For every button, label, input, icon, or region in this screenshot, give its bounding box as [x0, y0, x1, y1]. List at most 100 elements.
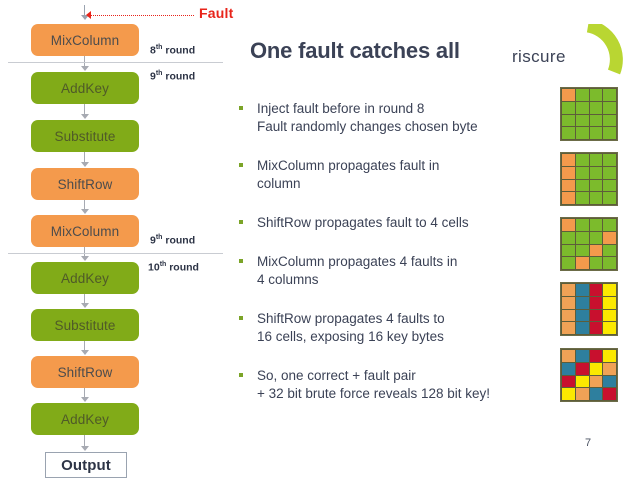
grid-cell-r2-c2: [589, 179, 603, 192]
bullet-dot-icon: [239, 163, 243, 167]
bullet-item-4: MixColumn propagates 4 faults in 4 colum…: [233, 253, 553, 289]
grid-cell-r3-c2: [589, 257, 603, 269]
grid-cell-r3-c1: [575, 322, 589, 334]
aes-flow-diagram: Fault MixColumn AddKey Substitute ShiftR…: [0, 0, 240, 479]
bullet-line-2: + 32 bit brute force reveals 128 bit key…: [257, 386, 491, 401]
grid-cell-r1-c2: [589, 296, 603, 309]
grid-cell-r2-c1: [575, 375, 589, 388]
flow-node-label: MixColumn: [50, 32, 120, 48]
bullet-dot-icon: [239, 373, 243, 377]
flow-node-label: Output: [61, 456, 111, 474]
fault-dotted-line: [90, 15, 194, 16]
grid-cell-r0-c2: [589, 350, 603, 362]
flow-node-label: ShiftRow: [57, 364, 113, 380]
grid-cell-r0-c0: [562, 350, 575, 362]
grid-cell-r2-c0: [562, 375, 575, 388]
grid-cell-r1-c1: [575, 231, 589, 244]
bullet-item-5: ShiftRow propagates 4 faults to 16 cells…: [233, 310, 553, 346]
page-number: 7: [585, 437, 592, 449]
grid-cell-r3-c2: [589, 388, 603, 400]
flow-node-label: AddKey: [61, 411, 109, 427]
grid-cell-r1-c1: [575, 362, 589, 375]
round-number: 10: [148, 261, 160, 274]
grid-cell-r2-c2: [589, 375, 603, 388]
grid-cell-r3-c3: [603, 257, 616, 269]
grid-cell-r0-c1: [575, 350, 589, 362]
flow-node-substitute-2[interactable]: Substitute: [31, 309, 139, 341]
fault-label: Fault: [199, 5, 234, 21]
round-word: round: [162, 234, 196, 247]
flow-node-mixcolumn-2[interactable]: MixColumn: [31, 215, 139, 247]
state-after-second-shiftrow: [560, 348, 618, 402]
grid-cell-r2-c0: [562, 114, 575, 127]
state-after-second-mixcolumn: [560, 282, 618, 336]
grid-cell-r1-c3: [603, 362, 616, 375]
flow-node-shiftrow-1[interactable]: ShiftRow: [31, 168, 139, 200]
grid-cell-r0-c3: [603, 350, 616, 362]
bullet-item-6: So, one correct + fault pair + 32 bit br…: [233, 367, 553, 403]
bullet-dot-icon: [239, 316, 243, 320]
grid-cell-r3-c3: [603, 192, 616, 204]
flow-node-addkey-3[interactable]: AddKey: [31, 403, 139, 435]
bullet-line-2: 4 columns: [257, 272, 319, 287]
flow-node-shiftrow-2[interactable]: ShiftRow: [31, 356, 139, 388]
flow-node-addkey-2[interactable]: AddKey: [31, 262, 139, 294]
state-after-shiftrow: [560, 217, 618, 271]
flow-node-label: ShiftRow: [57, 176, 113, 192]
flow-connector-4: [84, 200, 85, 210]
bullet-item-2: MixColumn propagates fault in column: [233, 157, 553, 193]
bullet-line-1: ShiftRow propagates fault to 4 cells: [257, 215, 469, 230]
grid-cell-r1-c2: [589, 231, 603, 244]
flow-connector-9-arrow: [80, 446, 89, 451]
flow-connector-7: [84, 341, 85, 351]
grid-cell-r2-c1: [575, 309, 589, 322]
flow-connector-5: [84, 247, 85, 257]
grid-cell-r3-c1: [575, 257, 589, 269]
grid-cell-r2-c3: [603, 114, 616, 127]
logo-wordmark: riscure: [512, 47, 566, 66]
grid-cell-r2-c2: [589, 244, 603, 257]
flow-connector-5-arrow: [80, 256, 89, 261]
grid-cell-r2-c1: [575, 179, 589, 192]
grid-cell-r3-c0: [562, 388, 575, 400]
round-word: round: [162, 44, 196, 57]
bullet-item-3: ShiftRow propagates fault to 4 cells: [233, 214, 553, 232]
flow-connector-8-arrow: [80, 397, 89, 402]
state-after-mixcolumn: [560, 152, 618, 206]
bullet-dot-icon: [239, 220, 243, 224]
grid-cell-r2-c0: [562, 244, 575, 257]
grid-cell-r1-c0: [562, 296, 575, 309]
grid-cell-r1-c3: [603, 296, 616, 309]
flow-connector-7-arrow: [80, 350, 89, 355]
grid-cell-r1-c3: [603, 166, 616, 179]
flow-node-label: AddKey: [61, 270, 109, 286]
flow-node-addkey-1[interactable]: AddKey: [31, 72, 139, 104]
grid-cell-r0-c2: [589, 219, 603, 231]
grid-cell-r3-c3: [603, 127, 616, 139]
logo-arc-icon: [586, 24, 623, 75]
round-word: round: [162, 70, 196, 83]
bullet-list: Inject fault before in round 8 Fault ran…: [233, 100, 553, 424]
grid-cell-r1-c1: [575, 296, 589, 309]
round-suffix: th: [159, 261, 167, 268]
grid-cell-r0-c2: [589, 284, 603, 296]
fault-entry-arrowhead: [80, 15, 89, 20]
flow-connector-2-arrow: [80, 114, 89, 119]
round-divider-9-10: [8, 253, 223, 254]
grid-cell-r0-c1: [575, 219, 589, 231]
flow-connector-6: [84, 294, 85, 304]
flow-node-mixcolumn-1[interactable]: MixColumn: [31, 24, 139, 56]
flow-connector-3: [84, 152, 85, 163]
grid-cell-r1-c1: [575, 101, 589, 114]
grid-cell-r1-c2: [589, 362, 603, 375]
flow-node-substitute-1[interactable]: Substitute: [31, 120, 139, 152]
grid-cell-r2-c1: [575, 114, 589, 127]
grid-cell-r0-c0: [562, 89, 575, 101]
flow-connector-1: [84, 56, 85, 67]
flow-node-output[interactable]: Output: [45, 452, 127, 478]
flow-connector-2: [84, 104, 85, 115]
bullet-item-1: Inject fault before in round 8 Fault ran…: [233, 100, 553, 136]
flow-node-label: Substitute: [54, 128, 116, 144]
grid-cell-r1-c0: [562, 101, 575, 114]
grid-cell-r3-c1: [575, 127, 589, 139]
